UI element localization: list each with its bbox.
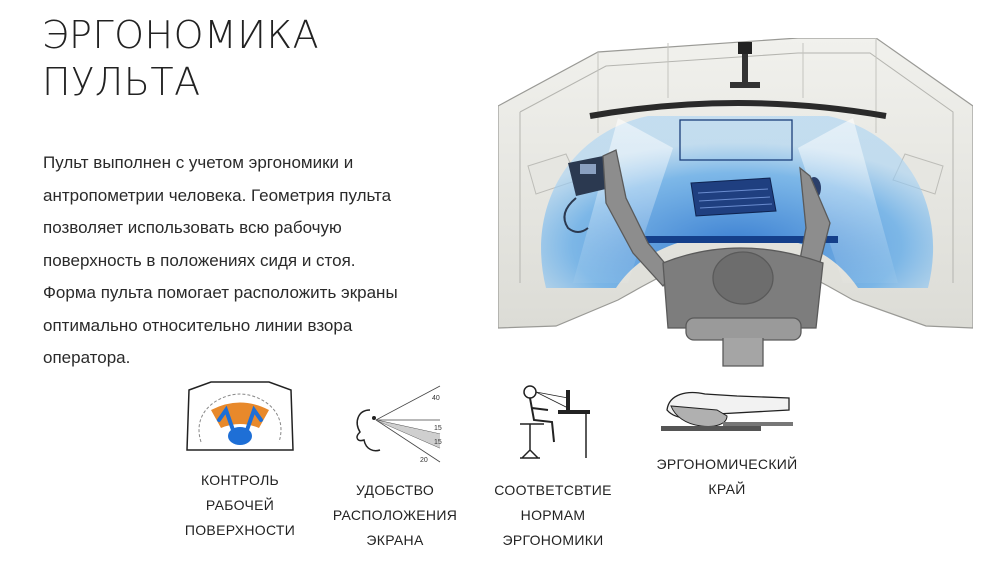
feature-label: СООТВЕТСВТИЕ НОРМАМ ЭРГОНОМИКИ [494, 482, 612, 548]
feature-label: КОНТРОЛЬ РАБОЧЕЙ ПОВЕРХНОСТИ [184, 472, 296, 538]
description-line: поверхность в положениях сидя и стоя. [43, 250, 356, 270]
feature-ergonomic-norms: СООТВЕТСВТИЕ НОРМАМ ЭРГОНОМИКИ [473, 380, 633, 553]
page-title: ЭРГОНОМИКА ПУЛЬТА [42, 12, 319, 106]
work-surface-reach-icon [186, 381, 294, 451]
feature-work-surface: КОНТРОЛЬ РАБОЧЕЙ ПОВЕРХНОСТИ [160, 380, 320, 543]
seated-operator-icon [520, 385, 590, 459]
feature-label: УДОБСТВО РАСПОЛОЖЕНИЯ ЭКРАНА [332, 482, 458, 548]
hand-on-edge-icon [661, 391, 793, 431]
description: Пульт выполнен с учетом эргономики и ант… [43, 147, 483, 375]
description-line: оптимально относительно линии взора [43, 315, 353, 335]
center-display [679, 119, 793, 161]
angle-label: 40 [432, 395, 440, 402]
feature-label: ЭРГОНОМИЧЕСКИЙ КРАЙ [656, 456, 798, 497]
title-line-2: ПУЛЬТА [42, 60, 201, 104]
description-line: Пульт выполнен с учетом эргономики и [43, 153, 354, 172]
viewing-angle-icon: 40 15 15 20 [356, 385, 442, 464]
operator-figure [602, 149, 831, 367]
monitor-mount [730, 42, 760, 88]
description-line: оператора. [43, 348, 131, 367]
console-illustration [497, 37, 974, 368]
angle-label: 15 [434, 425, 442, 432]
phone-icon [563, 156, 610, 233]
description-line: антропометрии человека. Геометрия пульта [43, 185, 392, 205]
feature-ergonomic-edge: ЭРГОНОМИЧЕСКИЙ КРАЙ [647, 380, 807, 502]
keyboard-icon [690, 177, 777, 217]
feature-screen-placement: 40 15 15 20 УДОБСТВО РАСПОЛОЖЕНИЯ ЭКРАНА [315, 380, 475, 553]
description-line: Форма пульта помогает расположить экраны [43, 283, 398, 302]
description-line: позволяет использовать всю рабочую [43, 218, 342, 237]
curved-monitor [589, 100, 887, 119]
angle-label: 20 [420, 457, 428, 464]
title-line-1: ЭРГОНОМИКА [42, 13, 320, 57]
desk-front-edge [633, 236, 838, 243]
angle-label: 15 [434, 439, 442, 446]
